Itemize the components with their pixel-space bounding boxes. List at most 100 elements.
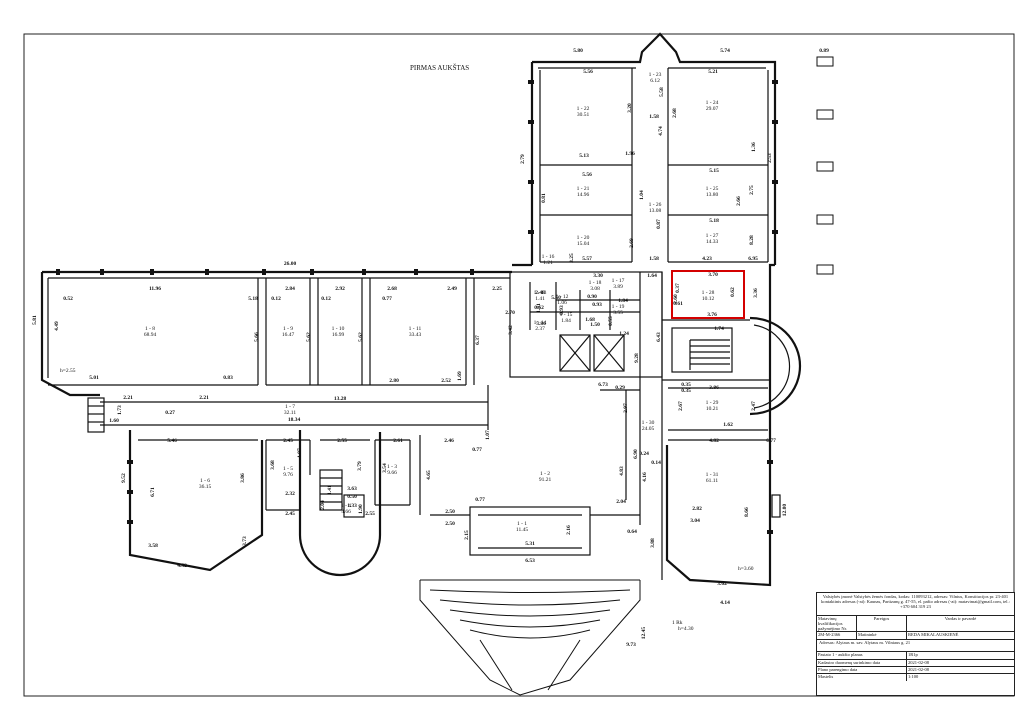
room-area: 14.96 (577, 192, 590, 198)
dimension-label: 0.35 (681, 382, 691, 388)
dimension-label: 5.13 (579, 153, 589, 159)
room-area: 91.21 (539, 477, 552, 483)
room-area: 32.11 (284, 410, 296, 416)
room-area: 1.21 (543, 260, 553, 266)
room-label: 1 - 13 (534, 290, 547, 296)
dimension-label: 4.23 (702, 256, 712, 262)
dimension-label: 0.29 (615, 385, 625, 391)
dimension-label: 4.52 (177, 563, 187, 569)
room-area: 1.41 (535, 296, 545, 302)
room-area: 30.51 (577, 112, 590, 118)
title-block-header: Valstybės įmonė Valstybės žemės fondas, … (817, 593, 1014, 616)
dimension-label: 3.73 (242, 536, 248, 546)
dimension-label: 0.81 (541, 193, 547, 203)
room-area: 3.55 (613, 310, 623, 316)
dimension-label: 8.28 (749, 235, 755, 245)
dimension-label: 0.87 (656, 219, 662, 229)
dimension-label: 3.58 (148, 543, 158, 549)
dimension-label: 1.90 (358, 504, 364, 514)
dimension-label: 0.62 (730, 287, 736, 297)
room-area: 61.11 (706, 478, 718, 484)
dimension-label: 2.48 (535, 290, 545, 296)
dimension-label: 1.74 (714, 326, 724, 332)
dimension-label: 2.04 (320, 500, 326, 510)
dimension-label: 3.25 (569, 253, 575, 263)
dimension-label: 0.12 (321, 296, 331, 302)
dimension-label: 2.21 (123, 395, 133, 401)
dimension-label: 1.96 (625, 151, 635, 157)
room-area: 16.47 (282, 332, 295, 338)
dimension-label: 2.69 (629, 238, 635, 248)
dimension-label: 13.28 (334, 396, 347, 402)
room-area: 10.21 (706, 406, 719, 412)
dimension-label: 0.77 (475, 497, 485, 503)
room-label: 1 - 10 (332, 326, 345, 332)
dimension-label: 1.24 (619, 331, 629, 337)
dimension-label: 2.92 (335, 286, 345, 292)
plan-note: h=3.60 (738, 566, 754, 572)
room-label: 1 - 23 (649, 72, 662, 78)
dimension-label: 3.62 (717, 581, 727, 587)
room-labels: 1 - 111.451 - 291.211 - 39.661 - 44.661 … (144, 72, 719, 533)
dimension-label: 1.58 (649, 114, 659, 120)
dimension-label: 4.49 (54, 321, 60, 331)
dimension-label: 5.57 (582, 256, 592, 262)
dimension-label: 5.58 (659, 87, 665, 97)
sheet-border (23, 33, 1015, 697)
dimension-label: 6.71 (150, 487, 156, 497)
dimension-label: 5.62 (358, 332, 364, 342)
dimension-label: 2.04 (616, 499, 626, 505)
dimension-label: 3.88 (650, 538, 656, 548)
dimension-label: 1.68 (585, 317, 595, 323)
room-area: 6.12 (650, 78, 660, 84)
room-label: 1 - 27 (706, 233, 719, 239)
dimension-label: 5.01 (89, 375, 99, 381)
dimension-label: 2.32 (285, 491, 295, 497)
dimension-label: 1.97 (297, 448, 303, 458)
room-area: 4.66 (341, 509, 351, 515)
dimension-label: 2.67 (678, 401, 684, 411)
plan-note: h=2.55 (60, 368, 76, 374)
dimension-label: 0.52 (63, 296, 73, 302)
dimension-label: 5.21 (708, 69, 718, 75)
dimension-label: 0.24 (639, 451, 649, 457)
dimension-label: 6.53 (525, 558, 535, 564)
dimension-label: 3.30 (593, 273, 603, 279)
room-label: 1 - 25 (706, 186, 719, 192)
dimension-label: 5.46 (167, 438, 177, 444)
dimension-label: 4.82 (709, 438, 719, 444)
title-block-cert: 2M-M-2366 (817, 632, 857, 639)
dimension-label: 2.80 (389, 378, 399, 384)
dimension-label: 2.50 (445, 509, 455, 515)
dimension-label: 0.89 (819, 48, 829, 54)
dimension-label: 0.62 (534, 305, 544, 311)
room-area: 36.15 (199, 484, 212, 490)
room-label: 1 - 3 (387, 464, 397, 470)
dimension-label: 6.95 (748, 256, 758, 262)
plan-note: 1 Rk (672, 620, 683, 626)
room-label: 1 - 18 (589, 280, 602, 286)
dimension-label: 1.41 (327, 485, 333, 495)
dimension-label: 5.62 (306, 332, 312, 342)
dimension-label: 1.33 (347, 503, 357, 509)
dimension-label: 2.55 (337, 438, 347, 444)
dimension-label: 5.15 (709, 168, 719, 174)
dimension-label: 3.76 (707, 312, 717, 318)
title-block-position: Matininkė (857, 632, 907, 639)
dimension-label: 2.79 (520, 154, 526, 164)
dimension-label: 2.84 (285, 286, 295, 292)
dimension-label: 4.65 (426, 470, 432, 480)
dimension-label: 2.15 (464, 530, 470, 540)
dimension-label: 0.55 (608, 316, 614, 326)
room-label: 1 - 2 (540, 471, 550, 477)
room-area: 11.45 (516, 527, 528, 533)
dimension-label: 11.96 (149, 286, 161, 292)
room-label: 1 - 15 (560, 312, 573, 318)
room-label: 1 - 7 (285, 404, 295, 410)
dimension-label: 2.60 (673, 294, 679, 304)
dimension-label: 5.56 (583, 69, 593, 75)
dimension-label: 9.73 (626, 642, 636, 648)
room-label: 1 - 5 (283, 466, 293, 472)
